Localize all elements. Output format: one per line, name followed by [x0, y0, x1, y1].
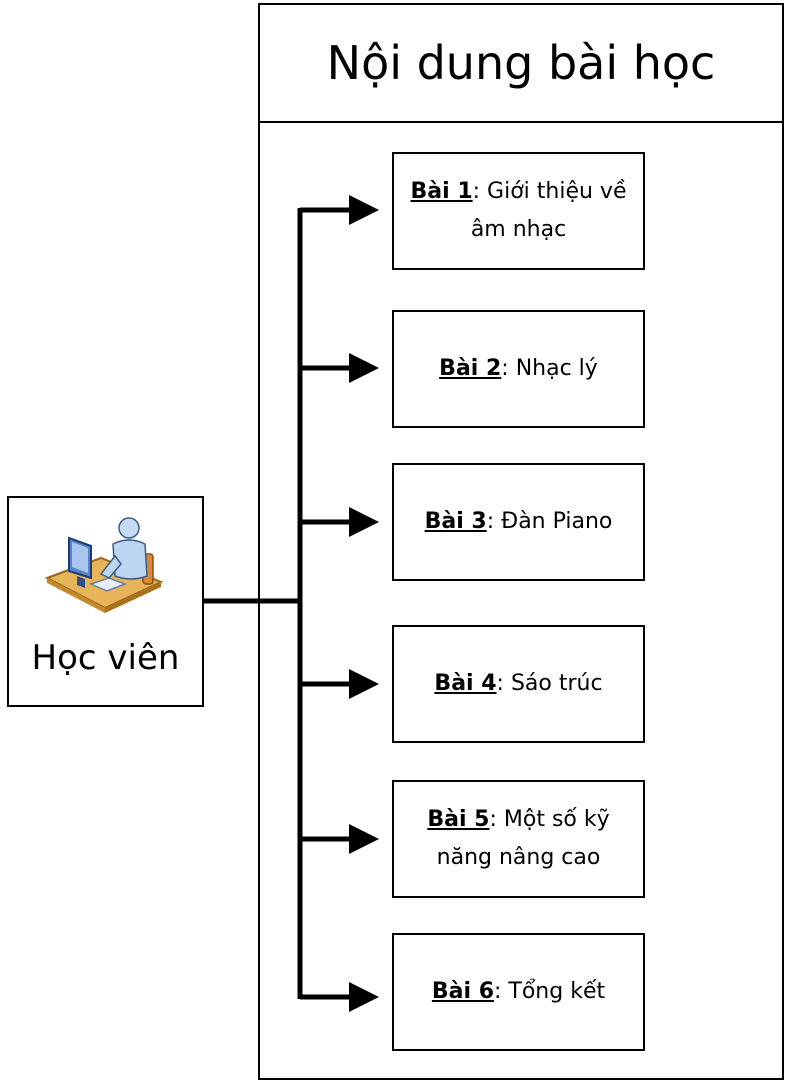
panel-title: Nội dung bài học	[326, 36, 716, 90]
lesson-box-6: Bài 6: Tổng kết	[392, 933, 645, 1051]
lesson-title: : Tổng kết	[494, 979, 606, 1004]
lesson-title: : Đàn Piano	[486, 509, 613, 534]
lesson-number: Bài 5	[427, 807, 490, 832]
panel-header: Nội dung bài học	[260, 5, 782, 123]
lesson-text: Bài 6: Tổng kết	[432, 973, 605, 1011]
lesson-box-3: Bài 3: Đàn Piano	[392, 463, 645, 581]
lesson-title: : Giới thiệu về âm nhạc	[470, 179, 627, 242]
user-at-computer-icon	[44, 517, 164, 613]
lesson-text: Bài 3: Đàn Piano	[425, 503, 613, 541]
lesson-box-1: Bài 1: Giới thiệu về âm nhạc	[392, 152, 645, 270]
lesson-number: Bài 4	[434, 671, 497, 696]
lesson-text: Bài 1: Giới thiệu về âm nhạc	[408, 173, 629, 249]
lesson-title: : Sáo trúc	[496, 671, 603, 696]
lesson-box-2: Bài 2: Nhạc lý	[392, 310, 645, 428]
lesson-box-4: Bài 4: Sáo trúc	[392, 625, 645, 743]
lesson-title: : Nhạc lý	[501, 356, 598, 381]
lesson-text: Bài 4: Sáo trúc	[434, 665, 602, 703]
lesson-number: Bài 1	[410, 179, 473, 204]
actor-label: Học viên	[31, 638, 180, 678]
lesson-box-5: Bài 5: Một số kỹ năng nâng cao	[392, 780, 645, 898]
lesson-number: Bài 3	[424, 509, 487, 534]
lesson-number: Bài 2	[439, 356, 502, 381]
lesson-text: Bài 2: Nhạc lý	[439, 350, 598, 388]
lesson-number: Bài 6	[431, 979, 494, 1004]
student-actor-box: Học viên	[7, 496, 204, 707]
lesson-text: Bài 5: Một số kỹ năng nâng cao	[408, 801, 629, 877]
lesson-title: : Một số kỹ năng nâng cao	[436, 807, 610, 870]
